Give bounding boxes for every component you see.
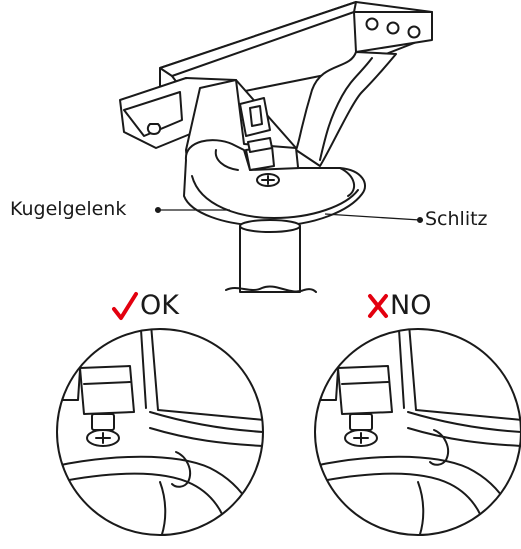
label-leaders	[154, 206, 424, 224]
mounting-hole	[407, 25, 421, 39]
ok-verdict-label: OK	[140, 290, 179, 321]
detail-circle-no	[314, 328, 521, 536]
check-icon	[112, 292, 138, 320]
cross-icon	[368, 294, 388, 318]
ceiling-mount-bracket	[119, 1, 433, 293]
slot-label: Schlitz	[425, 208, 488, 230]
no-verdict-label: NO	[390, 290, 432, 321]
detail-circle-ok	[56, 328, 264, 536]
mounting-hole	[386, 21, 400, 35]
mounting-hole	[365, 17, 379, 31]
ball-joint-label: Kugelgelenk	[10, 198, 127, 220]
